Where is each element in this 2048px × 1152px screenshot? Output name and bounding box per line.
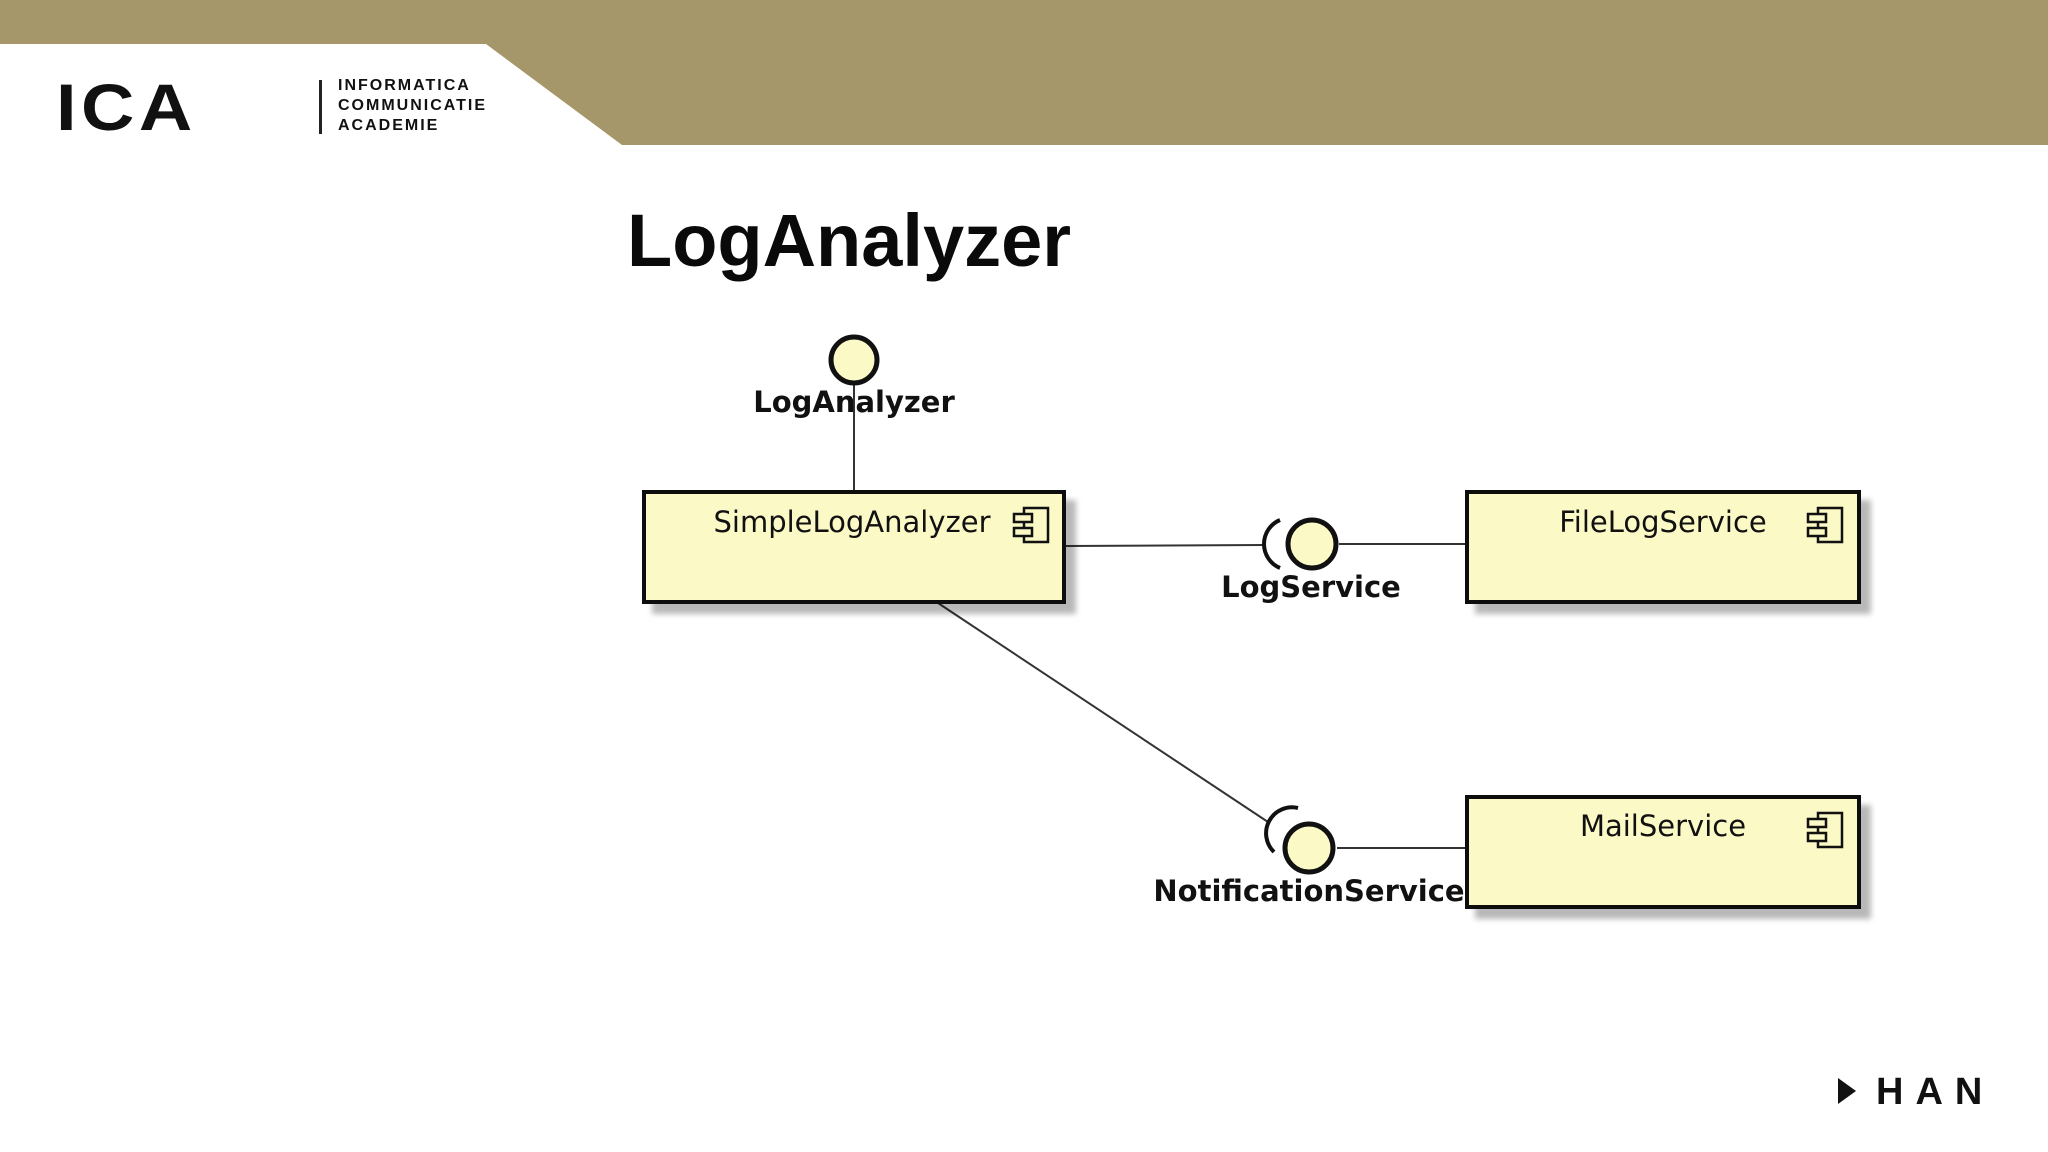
connector-simple-to-notification: [937, 602, 1269, 823]
logservice-interface-circle: [1285, 517, 1339, 571]
notificationservice-interface-circle: [1282, 821, 1336, 875]
component-label: SimpleLogAnalyzer: [713, 505, 990, 539]
logo-mark: ICA: [56, 70, 197, 144]
component-label: FileLogService: [1559, 505, 1767, 539]
logservice-interface-label: LogService: [1221, 570, 1401, 604]
logo-divider: [319, 80, 322, 134]
logo-line-1: INFORMATICA: [338, 77, 471, 94]
component-icon: [1806, 506, 1844, 544]
component-icon: [1806, 811, 1844, 849]
component-box: [1465, 490, 1861, 604]
component-mail-service[interactable]: [1465, 795, 1861, 909]
header-band: [0, 0, 2048, 145]
component-file-log-service[interactable]: [1465, 490, 1861, 604]
play-arrow-icon: [1838, 1078, 1856, 1104]
han-wordmark: HAN: [1876, 1071, 1995, 1113]
loganalyzer-interface-label: LogAnalyzer: [753, 385, 955, 419]
header-banner: [0, 0, 2048, 145]
component-box: [1465, 795, 1861, 909]
logo-line-3: ACADEMIE: [338, 117, 440, 134]
ica-logo: ICA INFORMATICA COMMUNICATIE ACADEMIE: [56, 70, 496, 144]
logo-wordmark: INFORMATICA COMMUNICATIE ACADEMIE: [338, 76, 487, 136]
component-simple-log-analyzer[interactable]: [642, 490, 1066, 604]
loganalyzer-interface-circle: [828, 334, 880, 386]
notificationservice-socket: [1264, 805, 1299, 854]
component-label: MailService: [1580, 809, 1746, 843]
logo-line-2: COMMUNICATIE: [338, 97, 488, 114]
logservice-socket: [1262, 518, 1281, 570]
notificationservice-interface-label: NotificationService: [1153, 874, 1464, 908]
component-box: [642, 490, 1066, 604]
connector-simple-to-logservice: [1065, 544, 1265, 547]
han-logo: HAN: [1838, 1072, 1998, 1114]
component-icon: [1012, 506, 1050, 544]
slide-title: LogAnalyzer: [627, 199, 1072, 282]
